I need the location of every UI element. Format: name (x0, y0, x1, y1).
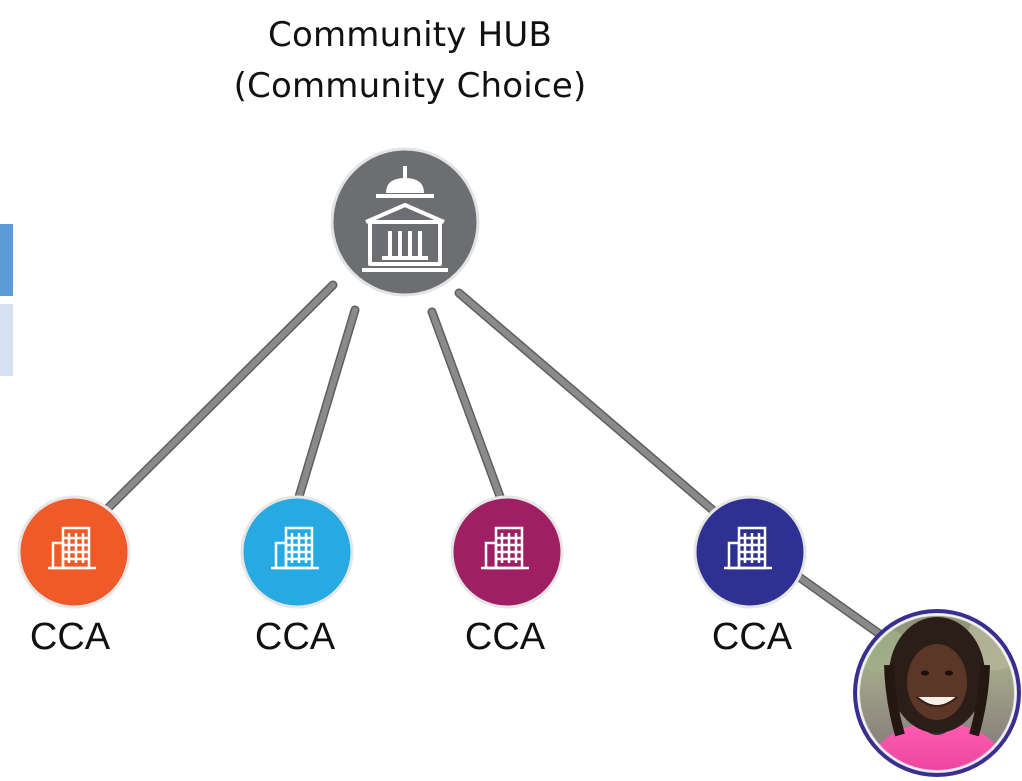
cca-node-4 (693, 495, 807, 609)
cca-node-3-label: CCA (464, 616, 546, 658)
connector-hub-to-node-2 (290, 305, 360, 515)
cca-node-3 (450, 495, 564, 609)
blue-side-tab (0, 224, 13, 296)
cca-node-1 (17, 495, 131, 609)
cca-node-1-label: CCA (29, 616, 111, 658)
diagram-subtitle: (Community Choice) (233, 66, 587, 106)
diagram-title: Community HUB (268, 15, 552, 55)
office-building-icon (481, 526, 529, 570)
cca-node-2-label: CCA (254, 616, 336, 658)
office-building-icon (271, 526, 319, 570)
office-building-icon (48, 526, 96, 570)
connector-hub-to-node-1 (89, 280, 338, 527)
light-blue-side-tab (0, 304, 13, 376)
connector-hub-to-node-3 (427, 307, 510, 515)
connector-node-4-to-photo (787, 567, 893, 645)
connector-hub-to-node-4 (454, 288, 720, 517)
community-hub-node (330, 147, 480, 297)
cca-node-4-label: CCA (711, 616, 793, 658)
cca-node-2 (240, 495, 354, 609)
office-building-icon (724, 526, 772, 570)
person-photo-avatar (853, 609, 1021, 777)
government-building-icon (362, 166, 448, 272)
connector-lines (89, 280, 893, 645)
